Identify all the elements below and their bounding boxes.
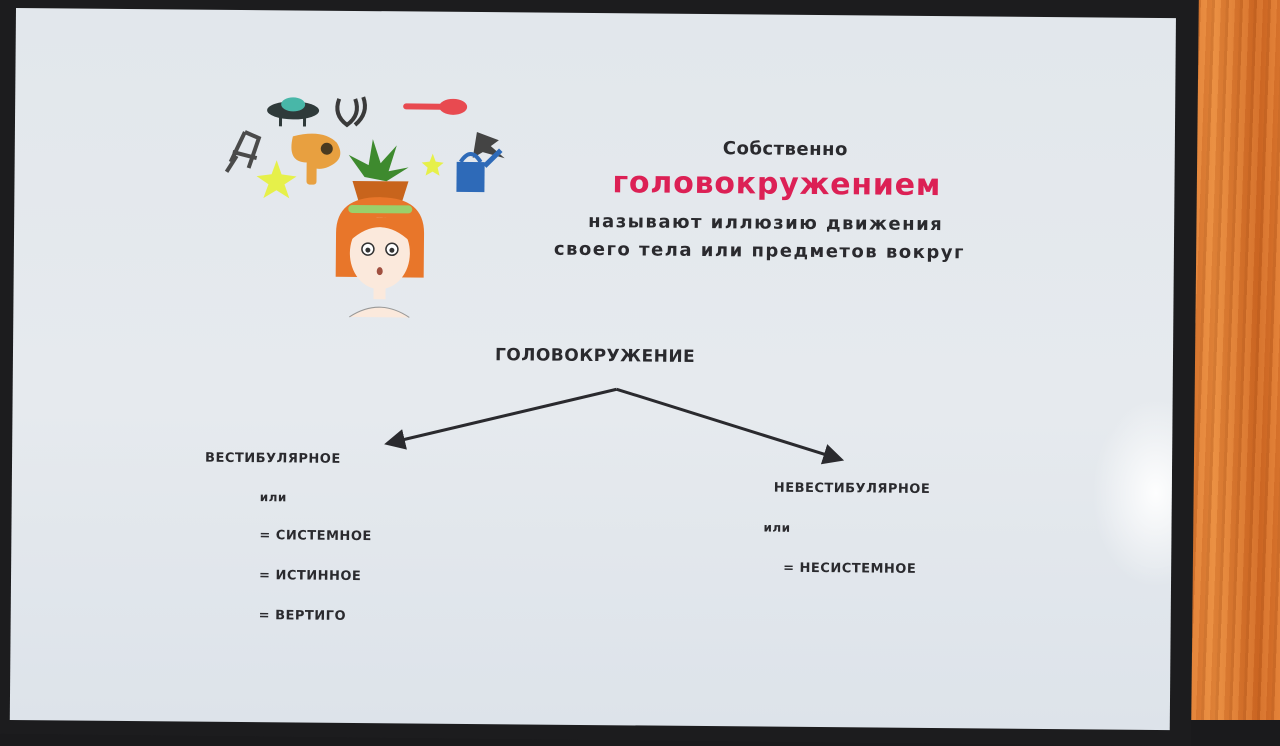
vestibular-item-vertigo: = ВЕРТИГО (258, 608, 347, 624)
arrow-to-nonvestibular (616, 387, 845, 465)
dizziness-illustration (224, 96, 505, 318)
nonvestibular-item-nonsystemic: = НЕСИСТЕМНОЕ (783, 560, 917, 577)
vestibular-or: или (259, 490, 287, 505)
vestibular-item-systemic: = СИСТЕМНОЕ (259, 528, 372, 545)
chair-icon (224, 130, 262, 173)
vestibular-item-true: = ИСТИННОЕ (258, 568, 362, 585)
projected-slide: Собственно головокружением называют иллю… (9, 8, 1176, 731)
arrow-to-vestibular (384, 387, 618, 450)
girl-icon (335, 197, 425, 318)
spoon-icon (403, 98, 468, 115)
watering-can-icon (456, 148, 503, 193)
nonvestibular-or: или (763, 520, 791, 535)
star-icon (256, 153, 444, 199)
classification-arrows (384, 387, 845, 465)
screen-glare (1090, 397, 1173, 589)
hairdryer-icon (291, 133, 341, 185)
vestibular-title: ВЕСТИБУЛЯРНОЕ (205, 450, 341, 467)
lyre-icon (335, 96, 367, 128)
ufo-icon (267, 97, 320, 127)
nonvestibular-title: НЕВЕСТИБУЛЯРНОЕ (773, 480, 931, 497)
